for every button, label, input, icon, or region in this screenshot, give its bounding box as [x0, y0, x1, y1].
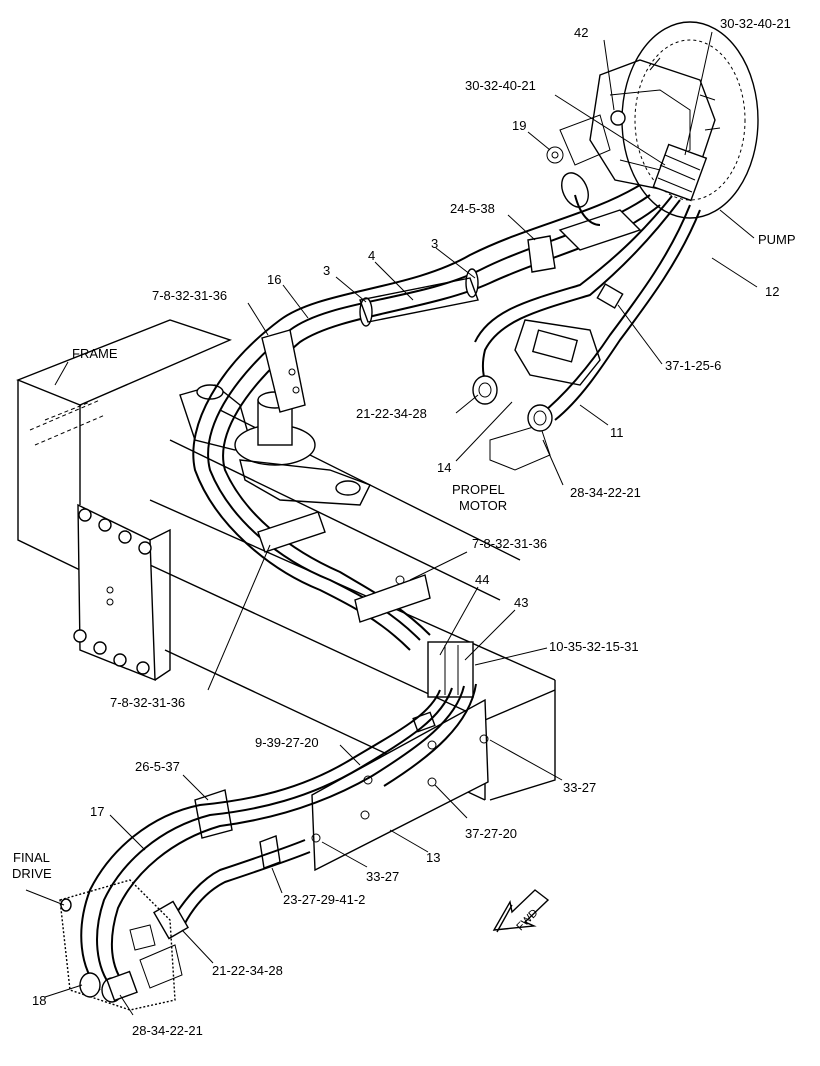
label-7-8-32-31-36-c: 7-8-32-31-36: [110, 695, 185, 710]
label-7-8-32-31-36-b: 7-8-32-31-36: [472, 536, 547, 551]
label-28-34-22-21-b: 28-34-22-21: [132, 1023, 203, 1038]
label-30-32-40-21: 30-32-40-21: [465, 78, 536, 93]
label-33-27-b: 33-27: [366, 869, 399, 884]
label-10-35-32-15-31: 10-35-32-15-31: [549, 639, 639, 654]
label-drive: DRIVE: [12, 866, 52, 881]
label-21-22-34-28-a: 21-22-34-28: [356, 406, 427, 421]
label-12: 12: [765, 284, 779, 299]
hose-17: [80, 683, 477, 991]
label-propel: PROPEL: [452, 482, 505, 497]
clamps: [194, 235, 556, 869]
label-33-27-a: 33-27: [563, 780, 596, 795]
label-motor: MOTOR: [459, 498, 507, 513]
label-7-8-32-31-36-a: 7-8-32-31-36: [152, 288, 227, 303]
label-30-32-40-21-top: 30-32-40-21: [720, 16, 791, 31]
label-42: 42: [574, 25, 588, 40]
label-24-5-38: 24-5-38: [450, 201, 495, 216]
label-9-39-27-20: 9-39-27-20: [255, 735, 319, 750]
label-pump: PUMP: [758, 232, 796, 247]
leader-lines: [25, 31, 758, 1016]
label-final: FINAL: [13, 850, 50, 865]
label-26-5-37: 26-5-37: [135, 759, 180, 774]
label-3b: 3: [323, 263, 330, 278]
label-17: 17: [90, 804, 104, 819]
label-28-34-22-21-a: 28-34-22-21: [570, 485, 641, 500]
label-23-27-29-41-2: 23-27-29-41-2: [283, 892, 365, 907]
label-21-22-34-28-b: 21-22-34-28: [212, 963, 283, 978]
label-4: 4: [368, 248, 375, 263]
plate-13: [311, 698, 489, 872]
fwd-arrow: FWD: [492, 889, 550, 933]
label-3a: 3: [431, 236, 438, 251]
label-37-1-25-6: 37-1-25-6: [665, 358, 721, 373]
hoses-11-12: [472, 172, 701, 432]
label-18: 18: [32, 993, 46, 1008]
label-11: 11: [610, 425, 624, 440]
label-37-27-20: 37-27-20: [465, 826, 517, 841]
hose-23: [153, 839, 311, 940]
final-drive: [59, 879, 183, 1011]
label-14: 14: [437, 460, 451, 475]
label-43: 43: [514, 595, 528, 610]
propel-motor: [489, 319, 601, 471]
hose-16: [192, 184, 661, 651]
label-frame: FRAME: [72, 346, 118, 361]
label-13: 13: [426, 850, 440, 865]
callout-labels: 42 30-32-40-21 30-32-40-21 19 24-5-38 3 …: [12, 16, 796, 1038]
label-44: 44: [475, 572, 489, 587]
pump-assembly: [546, 21, 759, 219]
label-16: 16: [267, 272, 281, 287]
label-19: 19: [512, 118, 526, 133]
